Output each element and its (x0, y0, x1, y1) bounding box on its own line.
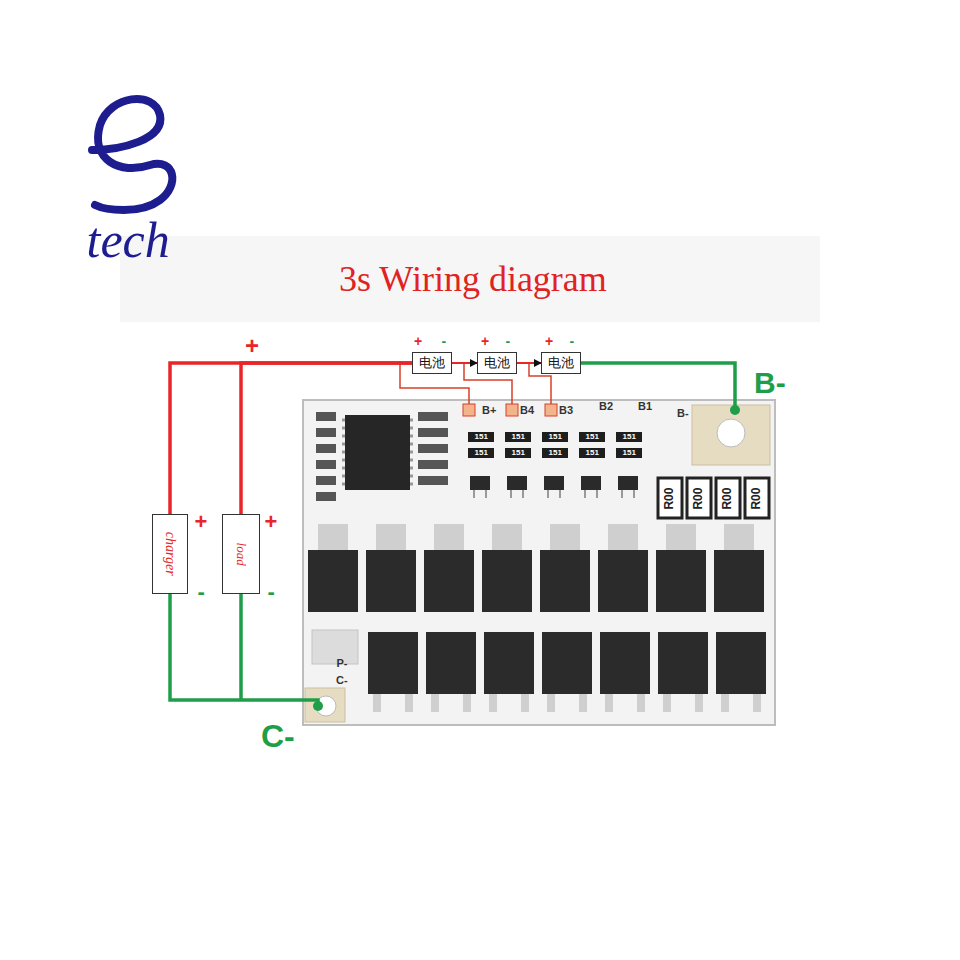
resistor-code: R00 (750, 487, 763, 509)
negative-wire (170, 594, 318, 706)
logo-mark (92, 99, 172, 210)
silk-label: B+ (482, 404, 496, 416)
charger-box: charger (152, 514, 188, 594)
battery-box: 电池 (477, 352, 517, 374)
box-text: 电池 (548, 356, 574, 370)
resistor-code: 151 (586, 433, 599, 442)
resistor-code: 151 (549, 433, 562, 442)
polarity-sign: - (268, 580, 275, 604)
title-band (120, 236, 820, 322)
resistor-code: 151 (623, 449, 636, 458)
resistor-code: 151 (512, 433, 525, 442)
polarity-sign: + (545, 334, 553, 349)
load-box: load (222, 514, 260, 594)
wire (517, 362, 541, 364)
silk-label: B1 (638, 400, 652, 412)
resistor-code: R00 (692, 487, 705, 509)
logo-text: tech (87, 213, 170, 268)
polarity-sign: + (481, 334, 489, 349)
battery-box: 电池 (541, 352, 581, 374)
polarity-sign: + (195, 510, 208, 534)
resistor-code: 151 (475, 449, 488, 458)
wire (452, 362, 477, 364)
resistor-code: 151 (549, 449, 562, 458)
resistor-code: R00 (721, 487, 734, 509)
box-text: charger (162, 532, 177, 576)
negative-wire (239, 594, 243, 700)
resistor-code: R00 (663, 487, 676, 509)
wire (241, 363, 412, 514)
terminal-label: C- (261, 719, 295, 754)
silk-label: B- (677, 407, 689, 419)
pcb-board (303, 400, 775, 725)
battery-box: 电池 (412, 352, 452, 374)
box-text: 电池 (484, 356, 510, 370)
resistor-code: 151 (475, 433, 488, 442)
polarity-sign: - (442, 334, 447, 349)
polarity-sign: + (245, 333, 259, 359)
box-text: 电池 (419, 356, 445, 370)
diagram-title: 3s Wiring diagram (339, 260, 607, 300)
polarity-sign: + (414, 334, 422, 349)
resistor-code: 151 (623, 433, 636, 442)
terminal-dot (730, 405, 740, 415)
terminal-dot (313, 701, 323, 711)
polarity-sign: - (570, 334, 575, 349)
resistor-code: 151 (512, 449, 525, 458)
silk-label: B4 (520, 404, 534, 416)
polarity-sign: - (506, 334, 511, 349)
silk-label: C- (336, 674, 348, 686)
silk-label: B2 (599, 400, 613, 412)
silk-label: B3 (559, 404, 573, 416)
polarity-sign: - (198, 580, 205, 604)
resistor-code: 151 (586, 449, 599, 458)
wire (170, 363, 412, 514)
polarity-sign: + (265, 510, 278, 534)
terminal-label: B- (754, 366, 786, 399)
box-text: load (234, 542, 248, 565)
silk-label: P- (337, 657, 348, 669)
